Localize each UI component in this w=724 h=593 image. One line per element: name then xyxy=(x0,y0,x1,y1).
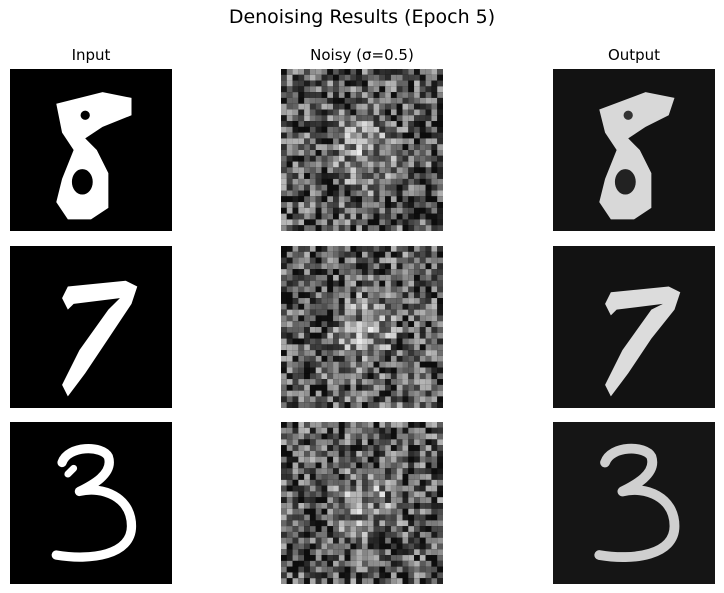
output-image-digit-8 xyxy=(553,69,715,231)
input-image-digit-8 xyxy=(10,69,172,231)
output-image-digit-3 xyxy=(553,422,715,584)
column-title-input: Input xyxy=(71,46,111,64)
figure-title: Denoising Results (Epoch 5) xyxy=(228,6,496,28)
column-title-noisy: Noisy (σ=0.5) xyxy=(310,46,414,64)
column-title-output: Output xyxy=(607,46,661,64)
noisy-image-digit-3 xyxy=(281,422,443,584)
noisy-image-digit-8 xyxy=(281,69,443,231)
output-image-digit-7 xyxy=(553,246,715,408)
noisy-image-digit-7 xyxy=(281,246,443,408)
input-image-digit-7 xyxy=(10,246,172,408)
input-image-digit-3 xyxy=(10,422,172,584)
